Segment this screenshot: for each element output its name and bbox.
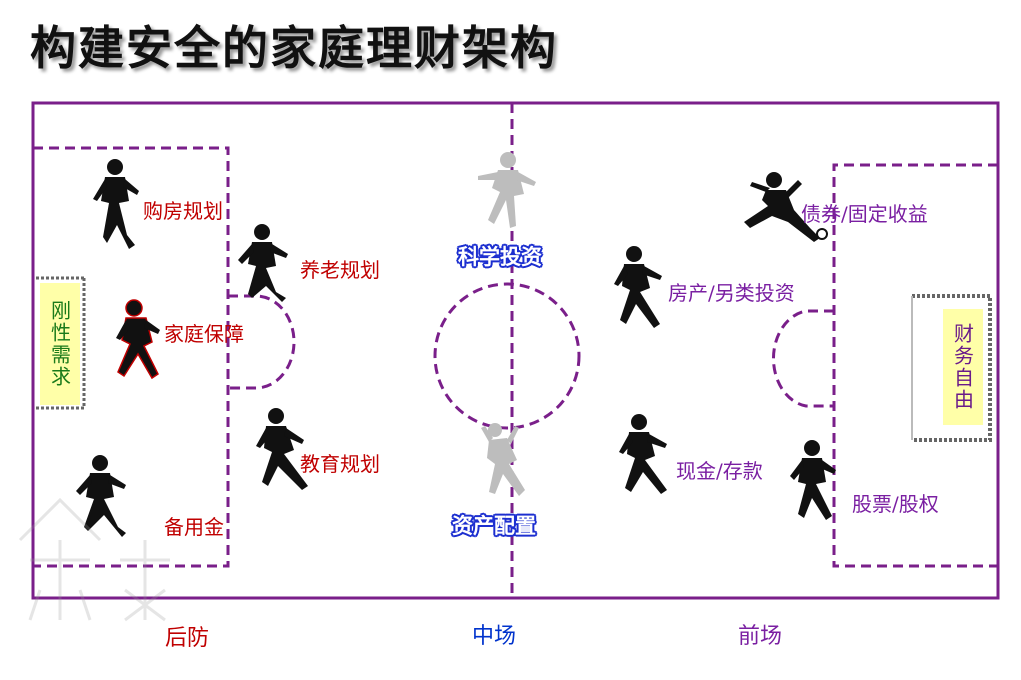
label-cash-deposit: 现金/存款 [676,459,763,483]
player-silhouette-pension [238,224,288,302]
player-silhouette-education [256,408,308,490]
player-silhouette-stock [790,440,836,520]
watermark-logo [18,497,170,622]
player-silhouette-reserve [76,455,126,537]
goal-label-rigid-demand: 刚性需求 [40,283,80,405]
center-circle [433,282,581,430]
label-house-plan: 购房规划 [143,199,223,223]
label-education-plan: 教育规划 [300,452,380,476]
label-family-protect: 家庭保障 [164,322,244,346]
zone-label-back: 后防 [165,626,210,651]
player-silhouette-house [93,159,139,249]
label-scientific-invest: 科学投资 [458,244,542,269]
left-penalty-box [33,146,230,568]
zone-label-front: 前场 [738,624,783,649]
field-boundary [31,101,1000,600]
label-reserve-fund: 备用金 [164,515,224,539]
label-property-invest: 房产/另类投资 [668,281,795,305]
label-pension-plan: 养老规划 [300,258,380,282]
player-silhouette-bond [744,172,828,242]
label-bond-income: 债券/固定收益 [801,202,928,226]
player-silhouette-invest [478,152,536,228]
player-silhouette-cash [619,414,667,494]
page-title: 构建安全的家庭理财架构 [30,21,558,75]
player-silhouette-family [116,299,160,380]
left-goal [36,276,86,410]
player-silhouette-allocation [481,423,525,496]
goal-label-financial-freedom: 财务自由 [943,309,983,425]
player-silhouette-property [614,246,662,328]
zone-label-mid: 中场 [472,624,517,649]
right-penalty-box [832,163,998,568]
left-penalty-arc [228,294,296,390]
label-asset-allocation: 资产配置 [452,513,536,538]
right-goal [911,294,992,442]
right-penalty-arc [771,309,834,408]
label-stock-equity: 股票/股权 [852,492,939,516]
